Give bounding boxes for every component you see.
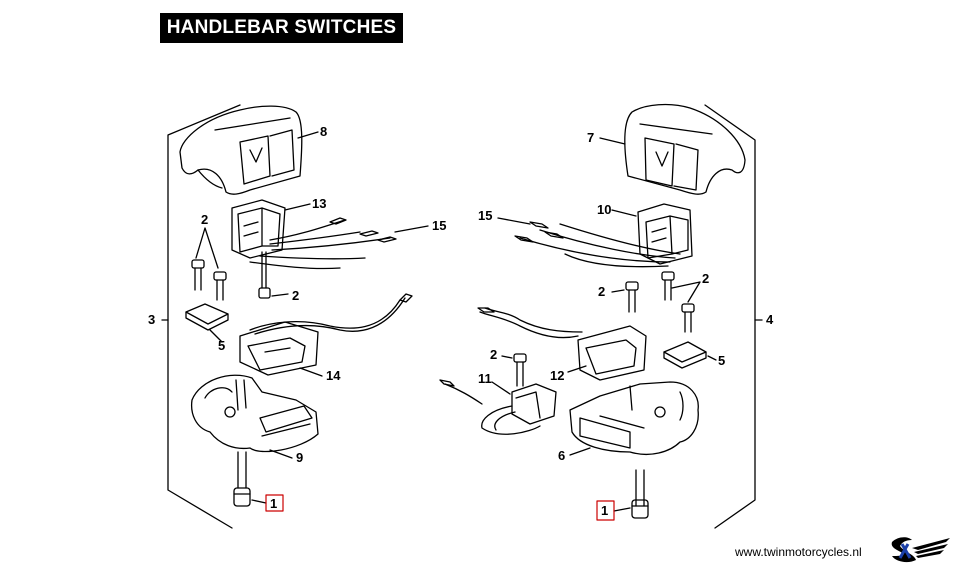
left-screw-2c	[213, 271, 227, 301]
highlight-box-left	[265, 494, 284, 512]
callout-2-right-a: 2	[598, 284, 605, 299]
left-wires-top	[249, 217, 397, 270]
leader-15-right	[497, 217, 531, 225]
callout-2-pair-left: 2	[201, 212, 208, 227]
leader-7	[599, 137, 626, 145]
left-bracket	[167, 104, 241, 529]
right-clip-5	[663, 341, 707, 369]
callout-12: 12	[550, 368, 564, 383]
page-title: HANDLEBAR SWITCHES	[160, 13, 403, 43]
leader-6	[569, 447, 591, 456]
leader-2a	[271, 293, 289, 297]
callout-11: 11	[478, 371, 492, 386]
callout-14: 14	[326, 368, 341, 383]
website-url: www.twinmotorcycles.nl	[735, 545, 862, 559]
left-upper-housing	[179, 105, 303, 195]
leader-10	[611, 209, 637, 217]
left-screw-1	[233, 451, 251, 507]
left-screw-2b	[191, 259, 205, 291]
left-wires-bottom	[249, 293, 413, 335]
leader-1-left	[251, 499, 267, 504]
leader-5-right	[707, 355, 717, 361]
leader-9	[269, 449, 293, 459]
callout-9: 9	[296, 450, 303, 465]
callout-13: 13	[312, 196, 326, 211]
callout-1-right: 1	[601, 503, 608, 518]
right-screw-2c	[681, 303, 695, 333]
leader-2-pair	[195, 227, 219, 269]
right-screw-2a	[625, 281, 639, 313]
right-screw-1	[631, 469, 649, 519]
leader-5-left	[209, 329, 223, 343]
callout-2-left-switch: 2	[292, 288, 299, 303]
right-screw-2b	[661, 271, 675, 301]
leader-2-right-d	[501, 355, 513, 359]
leader-2-right-a	[611, 289, 625, 293]
callout-4: 4	[766, 312, 774, 327]
right-lower-housing	[569, 381, 699, 456]
callout-3: 3	[148, 312, 155, 327]
right-screw-2d	[513, 353, 527, 387]
right-wires-top	[514, 221, 681, 268]
callout-5-left: 5	[218, 338, 225, 353]
left-clip-5	[185, 303, 229, 331]
leader-12	[567, 365, 587, 373]
leader-15-left	[394, 225, 429, 233]
leader-13	[284, 203, 311, 211]
callout-15-right: 15	[478, 208, 492, 223]
leader-14	[299, 367, 323, 377]
callout-7: 7	[587, 130, 594, 145]
left-lower-housing	[190, 374, 319, 453]
leader-11	[491, 381, 511, 395]
callout-2-right-d: 2	[490, 347, 497, 362]
right-bracket	[704, 104, 756, 529]
callout-5-right: 5	[718, 353, 725, 368]
right-switch-12	[577, 325, 647, 381]
right-switch-10	[637, 203, 693, 265]
brand-logo-icon	[891, 537, 950, 563]
callout-1-left: 1	[270, 496, 277, 511]
leader-8	[297, 131, 319, 139]
callout-10: 10	[597, 202, 611, 217]
callout-2-right-pair: 2	[702, 271, 709, 286]
leader-1-right	[613, 507, 631, 512]
leader-2-pair-right	[671, 281, 701, 303]
callout-15-left: 15	[432, 218, 446, 233]
highlight-box-right	[596, 500, 615, 521]
callout-6: 6	[558, 448, 565, 463]
right-switch-11	[439, 379, 557, 435]
callout-8: 8	[320, 124, 327, 139]
right-wires-mid	[477, 307, 583, 339]
right-upper-housing	[624, 103, 746, 195]
left-screw-2a	[258, 251, 271, 299]
